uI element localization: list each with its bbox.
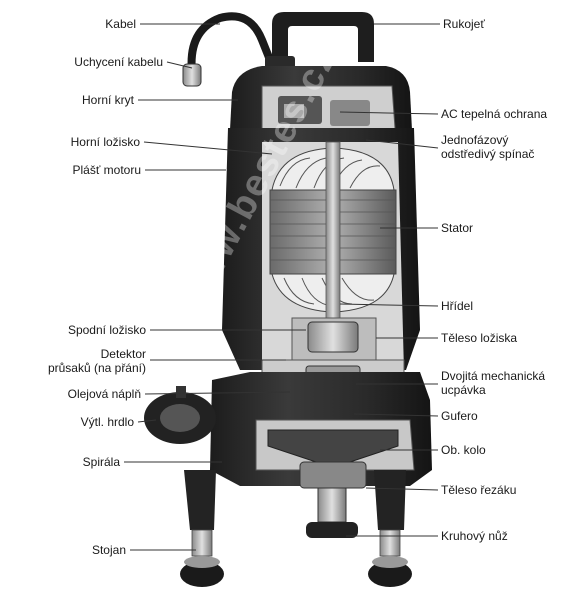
label-vytl-hrdlo: Výtl. hrdlo — [80, 415, 134, 429]
label-rukojet: Rukojeť — [443, 17, 485, 31]
label-gufero: Gufero — [441, 409, 478, 423]
circular-cutter — [306, 522, 358, 538]
label-kabel: Kabel — [105, 17, 136, 31]
label-teleso-loziska: Těleso ložiska — [441, 331, 518, 345]
label-spinac: Jednofázový odstředivý spínač — [441, 133, 535, 161]
label-horni-kryt: Horní kryt — [81, 93, 134, 107]
label-spodni-lozisko: Spodní ložisko — [67, 323, 146, 337]
label-ucpavka: Dvojitá mechanická ucpávka — [441, 369, 546, 397]
lower-bearing — [307, 321, 359, 353]
cutter-housing — [299, 461, 367, 489]
label-teleso-rezaku: Těleso řezáku — [441, 483, 517, 497]
label-horni-lozisko: Horní ložisko — [70, 135, 140, 149]
label-kruhovy-nuz: Kruhový nůž — [441, 529, 508, 543]
label-uchyceni-kabelu: Uchycení kabelu — [74, 55, 163, 69]
label-stojan: Stojan — [91, 543, 126, 557]
handle — [272, 12, 374, 62]
cable — [187, 12, 274, 76]
leg-right — [374, 470, 406, 530]
label-spirala: Spirála — [82, 455, 120, 469]
label-stator: Stator — [441, 221, 474, 235]
foot-right — [368, 561, 412, 587]
label-plast-motoru: Plášť motoru — [72, 163, 141, 177]
label-ob-kolo: Ob. kolo — [441, 443, 486, 457]
foot-left — [180, 561, 224, 587]
cable-clamp — [182, 63, 202, 87]
label-detektor: Detektor průsaků (na přání) — [47, 347, 146, 375]
label-hridel: Hřídel — [441, 299, 474, 313]
leg-left — [184, 470, 216, 530]
label-olejova-napln: Olejová náplň — [67, 387, 141, 401]
label-ac-ochrana: AC tepelná ochrana — [441, 107, 548, 121]
